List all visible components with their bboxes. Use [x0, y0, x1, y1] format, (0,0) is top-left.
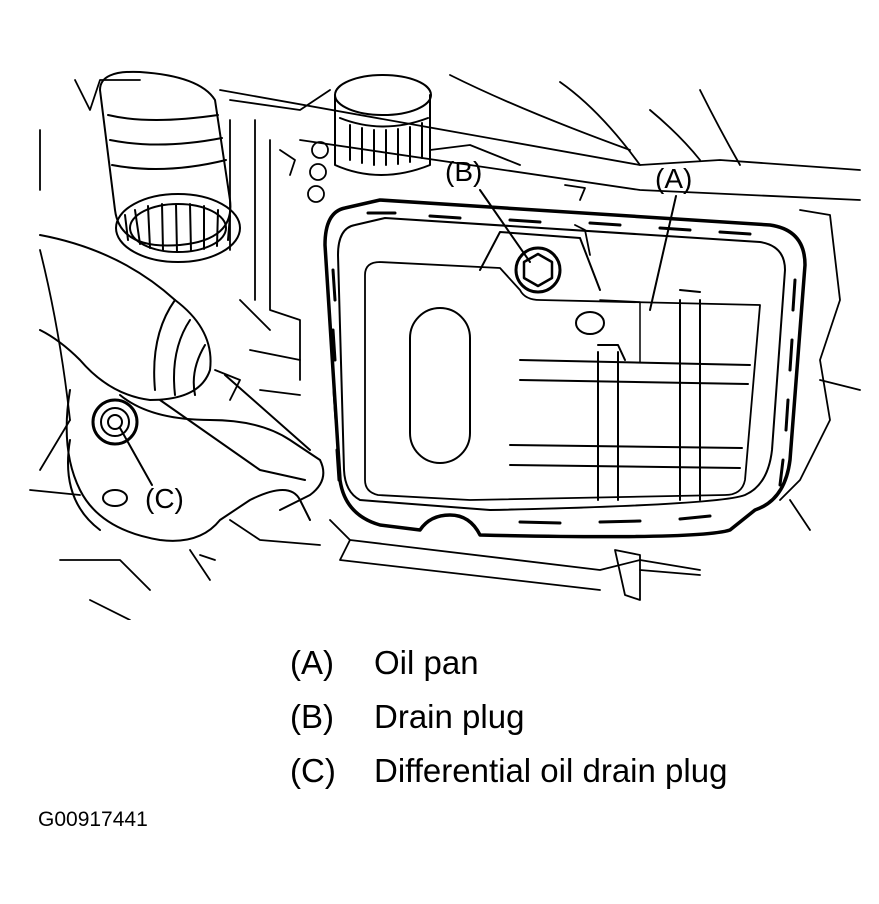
callout-a-leader — [649, 195, 677, 311]
callout-a-label: (A) — [655, 163, 693, 194]
drain-plug — [514, 246, 562, 294]
legend-text: Drain plug — [374, 698, 525, 735]
hardware-details — [214, 141, 591, 401]
drive-shaft-boot — [39, 234, 325, 511]
oil-pan — [323, 198, 807, 539]
differential-drain-plug — [91, 398, 139, 446]
callout-b-label: (B) — [445, 156, 483, 187]
legend-item: (A) Oil pan — [290, 636, 727, 690]
figure-id: G00917441 — [38, 808, 148, 831]
legend: (A) Oil pan (B) Drain plug (C) Different… — [290, 636, 727, 798]
engine-background-linework — [29, 74, 861, 620]
callout-c-label: (C) — [145, 483, 184, 514]
legend-text: Differential oil drain plug — [374, 752, 728, 789]
callout-c-leader — [119, 427, 153, 486]
legend-key: (C) — [290, 752, 336, 789]
callout-b-leader — [479, 189, 531, 263]
legend-item: (B) Drain plug — [290, 690, 727, 744]
legend-text: Oil pan — [374, 644, 479, 681]
differential-housing — [65, 374, 311, 542]
legend-key: (A) — [290, 644, 334, 681]
oil-pan-illustration — [29, 70, 861, 620]
legend-item: (C) Differential oil drain plug — [290, 744, 727, 798]
oil-filter — [334, 74, 432, 176]
legend-key: (B) — [290, 698, 334, 735]
intake-boot — [99, 70, 241, 263]
